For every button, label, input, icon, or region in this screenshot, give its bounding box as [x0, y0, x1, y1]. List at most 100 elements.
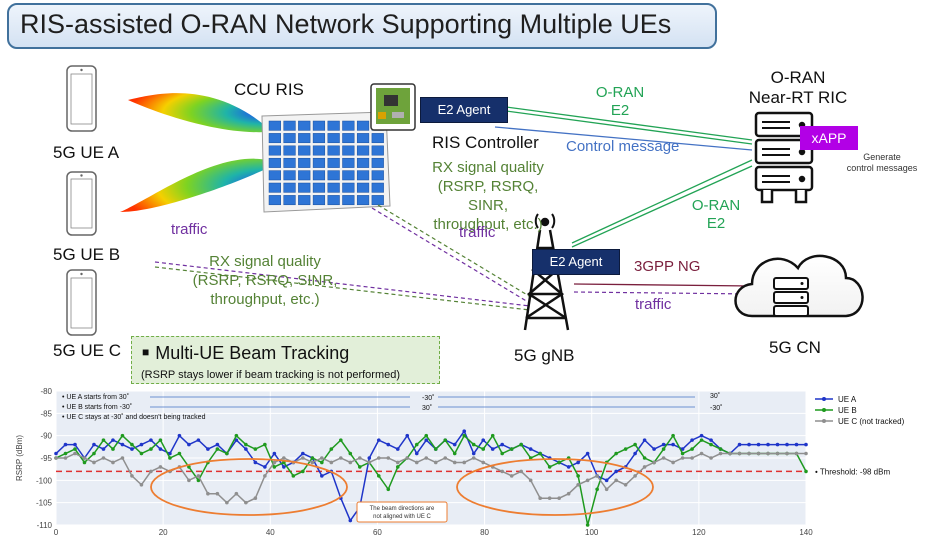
- data-point: [509, 447, 514, 451]
- data-point: [490, 447, 495, 451]
- data-point: [63, 442, 68, 447]
- data-point: [680, 456, 685, 460]
- data-point: [585, 451, 590, 456]
- data-point: [405, 433, 410, 438]
- data-point: [101, 456, 106, 460]
- beam-tracking-box: [131, 336, 440, 384]
- data-point: [528, 478, 533, 483]
- x-tick-label: 40: [266, 528, 275, 537]
- rx-quality-right-line-1: RX signal quality: [432, 159, 544, 176]
- legend-marker: [822, 397, 826, 401]
- y-tick-label: -110: [37, 521, 53, 530]
- data-point: [500, 451, 505, 456]
- data-point: [234, 491, 239, 496]
- bullet-icon: ■: [142, 345, 150, 359]
- ris-element: [356, 170, 370, 181]
- y-tick-label: -105: [36, 499, 53, 508]
- ris-element: [283, 145, 296, 156]
- data-point: [500, 469, 505, 474]
- data-point: [595, 487, 599, 492]
- data-point: [614, 478, 618, 483]
- data-point: [272, 465, 277, 469]
- data-point: [348, 451, 353, 456]
- phone-icon-ue-b: [66, 171, 97, 236]
- ris-element: [356, 120, 370, 131]
- data-point: [158, 465, 163, 469]
- beam-tracking-title: ■Multi-UE Beam Tracking: [142, 343, 349, 364]
- ris-element: [356, 195, 370, 206]
- data-point: [538, 451, 542, 456]
- data-point: [73, 451, 77, 456]
- data-point: [443, 438, 448, 442]
- ris-element: [356, 145, 370, 156]
- data-point: [671, 442, 675, 447]
- oran-e2-top-label: O-RAN E2: [592, 84, 648, 120]
- data-point: [642, 438, 647, 442]
- e2-agent-gnb: E2 Agent: [532, 249, 620, 275]
- data-point: [130, 442, 134, 447]
- data-point: [804, 451, 808, 456]
- data-point: [766, 451, 770, 456]
- data-point: [756, 442, 761, 447]
- data-point: [728, 451, 732, 456]
- data-point: [386, 442, 391, 447]
- data-point: [272, 460, 277, 465]
- data-point: [291, 474, 296, 478]
- data-point: [756, 451, 761, 456]
- rx-quality-left: RX signal quality (RSRP, RSRQ, SINR, thr…: [190, 252, 340, 309]
- data-point: [709, 456, 713, 460]
- x-tick-label: 60: [373, 528, 382, 537]
- data-point: [804, 442, 808, 447]
- traffic-label-right: traffic: [635, 296, 672, 313]
- data-point: [196, 438, 201, 442]
- oran-e2-bottom-line-1: O-RAN: [691, 197, 741, 214]
- y-tick-label: -80: [40, 387, 52, 396]
- data-point: [576, 483, 580, 487]
- data-point: [481, 447, 486, 451]
- beam-tracking-note: (RSRP stays lower if beam tracking is no…: [141, 369, 400, 381]
- data-point: [766, 442, 770, 447]
- data-point: [215, 447, 220, 451]
- data-point: [462, 429, 467, 433]
- ris-element: [371, 157, 384, 168]
- data-point: [339, 456, 343, 460]
- data-point: [187, 465, 191, 469]
- data-point: [680, 447, 685, 451]
- traffic-label-mid: traffic: [459, 224, 496, 241]
- angle-label: 30˚: [710, 392, 720, 400]
- data-point: [120, 442, 125, 447]
- data-point: [253, 460, 258, 465]
- beam-to-ue-a: [128, 93, 268, 133]
- data-point: [604, 487, 609, 492]
- annotation-text: not aligned with UE C: [373, 514, 431, 520]
- ris-element: [327, 133, 340, 144]
- ris-element: [371, 195, 384, 206]
- generate-control-messages-label: Generate control messages: [832, 152, 932, 174]
- data-point: [614, 469, 618, 474]
- cloud-server-icon-cn: [734, 254, 864, 318]
- data-point: [187, 442, 191, 447]
- data-point: [395, 447, 400, 451]
- data-point: [367, 460, 372, 465]
- ris-element: [371, 145, 384, 156]
- data-point: [263, 442, 267, 447]
- ng-label: 3GPP NG: [634, 258, 701, 275]
- ris-element: [283, 157, 296, 168]
- ris-element: [342, 170, 355, 181]
- data-point: [585, 523, 590, 527]
- data-point: [149, 469, 153, 474]
- data-point: [348, 518, 353, 523]
- data-point: [414, 460, 419, 465]
- rx-quality-left-line-3: throughput, etc.): [210, 291, 320, 308]
- chart-note: • UE B starts from -30˚: [62, 403, 132, 411]
- data-point: [690, 456, 694, 460]
- data-point: [395, 460, 400, 465]
- data-point: [82, 460, 87, 465]
- ris-element: [298, 120, 311, 131]
- ris-element: [268, 120, 281, 131]
- data-point: [585, 478, 590, 483]
- data-point: [282, 456, 286, 460]
- ris-element: [312, 195, 326, 206]
- data-point: [680, 451, 685, 456]
- data-point: [623, 483, 628, 487]
